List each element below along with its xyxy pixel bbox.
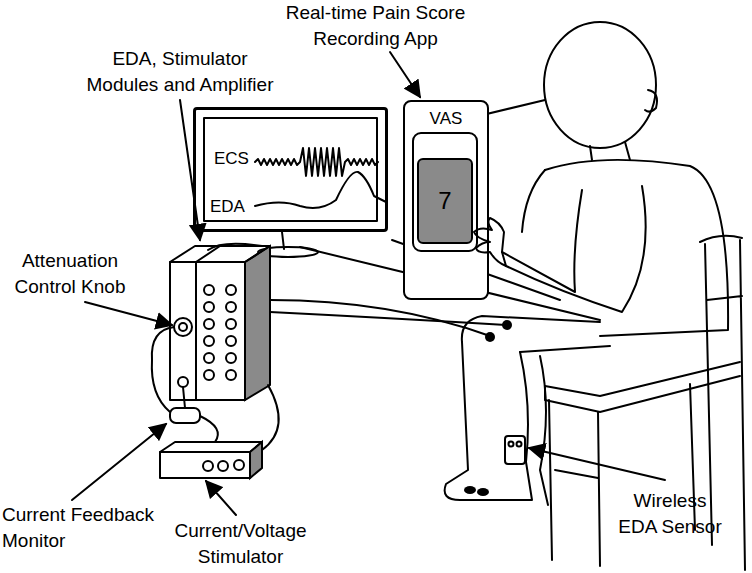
pain-score: 7	[419, 160, 471, 242]
screen-inner	[204, 118, 377, 221]
attenuation-knob	[174, 318, 192, 336]
module-divider	[196, 246, 220, 400]
callout-label: EDA, Stimulator Modules and Amplifier	[80, 46, 280, 98]
module-button	[204, 285, 214, 295]
person-arm-inner	[502, 190, 582, 292]
person-back-leg	[540, 356, 548, 505]
scale-heading: VAS	[405, 110, 487, 129]
monitor-screen: ECS EDA	[193, 107, 388, 232]
module-button	[226, 353, 236, 363]
module-button	[204, 319, 214, 329]
module-button	[204, 302, 214, 312]
tablet-app: 7 VAS	[403, 100, 489, 300]
sensor-electrode	[477, 488, 489, 496]
callout-label: Current/Voltage Stimulator	[158, 518, 323, 570]
feedback-monitor	[170, 408, 200, 423]
person-ear	[645, 90, 657, 112]
person-torso	[545, 160, 728, 336]
module-top	[170, 246, 270, 262]
stimulator-front	[160, 452, 250, 478]
stimulator-side	[250, 442, 262, 478]
person-thigh-bottom	[520, 346, 610, 352]
score-box: 7	[417, 158, 473, 244]
stimulator-top	[160, 442, 262, 452]
module-button	[204, 353, 214, 363]
signal-label: EDA	[210, 198, 245, 217]
module-front	[170, 262, 245, 400]
leader-arrow	[206, 481, 236, 515]
knob-wire	[152, 327, 174, 412]
port-wire	[183, 387, 185, 408]
monitor-wire	[200, 416, 218, 442]
person-head	[544, 22, 656, 148]
slider-frame	[413, 133, 477, 251]
module-button	[226, 285, 236, 295]
callout-label: Real-time Pain Score Recording App	[268, 0, 483, 52]
person-leg	[445, 342, 532, 500]
person-hand	[474, 218, 506, 266]
leader-arrow	[529, 448, 665, 480]
electrode-wire	[270, 312, 506, 325]
stimulator-port	[218, 461, 228, 471]
stimulator-wire	[262, 385, 279, 450]
electrode	[502, 320, 512, 330]
person-neck	[590, 142, 630, 160]
module-button	[226, 302, 236, 312]
person-chest	[522, 170, 545, 232]
module-button	[226, 370, 236, 380]
person-thigh-top	[462, 316, 600, 342]
sensor-dot	[517, 442, 522, 447]
eda-sensor	[505, 436, 525, 464]
module-side	[245, 246, 270, 400]
sensor-dot	[509, 442, 514, 447]
sensor-electrode	[464, 486, 476, 494]
knob-center	[179, 323, 187, 331]
chair-seat	[545, 362, 740, 412]
leader-arrow	[72, 424, 166, 500]
callout-label: Wireless EDA Sensor	[615, 488, 725, 540]
module-port	[178, 377, 188, 387]
module-button	[204, 336, 214, 346]
signal-label: ECS	[214, 150, 249, 169]
module-button	[204, 370, 214, 380]
leader-arrow	[390, 52, 420, 97]
person-arm-outer	[506, 186, 646, 312]
module-buttons	[204, 285, 236, 380]
electrode	[485, 332, 495, 342]
leader-arrow	[85, 302, 172, 325]
eda-waveform	[255, 172, 386, 208]
module-button	[226, 319, 236, 329]
module-button	[226, 336, 236, 346]
stimulator-port	[234, 460, 244, 470]
callout-label: Attenuation Control Knob	[0, 248, 140, 300]
stimulator-port	[203, 461, 213, 471]
leader-arrow	[180, 100, 200, 240]
callout-label: Current Feedback Monitor	[2, 502, 172, 554]
chair-legs	[549, 384, 695, 566]
